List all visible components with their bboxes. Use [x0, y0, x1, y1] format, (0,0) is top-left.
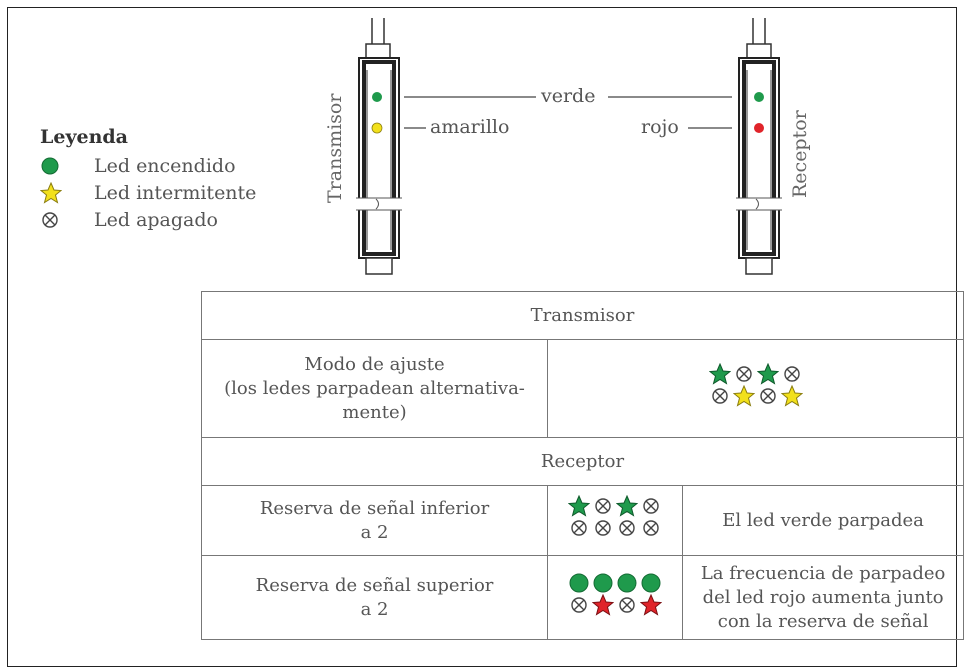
legend-label-off: Led apagado [94, 208, 218, 231]
table-row: Reserva de señal superior a 2 La frecuen… [200, 555, 964, 640]
legend-title: Leyenda [40, 126, 128, 148]
red-star-icon [592, 594, 615, 616]
receiver-label: Receptor [789, 110, 811, 198]
led-pattern-top [568, 572, 662, 594]
transmitter-yellow-led [371, 122, 383, 134]
led-pattern [568, 495, 662, 539]
green-star-icon [708, 363, 731, 385]
legend: Leyenda Led encendido Led intermitente L… [40, 126, 256, 233]
status-table: Transmisor Modo de ajuste (los ledes par… [200, 291, 964, 640]
receiver-section-row: Receptor [201, 437, 964, 486]
crossed-circle-icon [592, 495, 614, 517]
crossed-circle-icon [709, 385, 731, 407]
red-star-icon [640, 594, 663, 616]
yellow-star-icon [780, 385, 803, 407]
adjust-mode-pattern [547, 339, 964, 438]
table-row: Reserva de señal inferior a 2 El led ver… [200, 485, 964, 556]
sensor-diagram [356, 18, 782, 275]
green-dot-icon [616, 572, 638, 594]
red-label: rojo [641, 116, 679, 138]
green-star-icon [756, 363, 779, 385]
transmitter-green-led [372, 92, 382, 102]
crossed-circle-icon [616, 594, 638, 616]
led-pattern-top [708, 363, 803, 385]
receiver-sensor [736, 18, 782, 275]
condition-line2: a 2 [360, 521, 389, 543]
transmitter-header: Transmisor [201, 291, 964, 340]
legend-label-blink: Led intermitente [94, 181, 257, 204]
condition-cell: Reserva de señal superior a 2 [200, 555, 549, 640]
description-cell: La frecuencia de parpadeo del led rojo a… [682, 555, 964, 640]
crossed-circle-icon [640, 495, 662, 517]
description-line3: con la reserva de señal [717, 610, 929, 632]
green-star-icon [568, 495, 591, 517]
led-pattern [568, 572, 663, 616]
adjust-mode-cell: Modo de ajuste (los ledes parpadean alte… [200, 339, 549, 438]
transmitter-label: Transmisor [324, 93, 346, 203]
crossed-circle-icon [40, 210, 94, 230]
crossed-circle-icon [757, 385, 779, 407]
green-dot-icon [592, 572, 614, 594]
adjust-mode-line3: mente) [342, 401, 407, 423]
legend-item-blink: Led intermitente [40, 179, 256, 206]
transmitter-section-row: Transmisor [201, 291, 964, 340]
green-label: verde [541, 85, 596, 107]
condition-line2: a 2 [360, 598, 389, 620]
description-cell: El led verde parpadea [682, 485, 964, 556]
adjust-mode-line2: (los ledes parpadean alternativa- [224, 377, 525, 399]
led-pattern-bottom [709, 385, 803, 407]
crossed-circle-icon [640, 517, 662, 539]
crossed-circle-icon [733, 363, 755, 385]
condition-line1: Reserva de señal superior [255, 574, 494, 596]
crossed-circle-icon [592, 517, 614, 539]
led-pattern-top [568, 495, 662, 517]
adjust-mode-row: Modo de ajuste (los ledes parpadean alte… [200, 339, 964, 438]
green-dot-icon [640, 572, 662, 594]
green-dot-icon [40, 156, 94, 176]
green-dot-icon [568, 572, 590, 594]
led-pattern [708, 363, 803, 407]
led-pattern-bottom [568, 594, 663, 616]
yellow-star-icon [40, 181, 94, 204]
transmitter-sensor [356, 18, 402, 275]
green-star-icon [616, 495, 639, 517]
adjust-mode-line1: Modo de ajuste [304, 353, 445, 375]
yellow-star-icon [732, 385, 755, 407]
receiver-red-led [754, 123, 764, 133]
condition-cell: Reserva de señal inferior a 2 [200, 485, 549, 556]
legend-item-off: Led apagado [40, 206, 256, 233]
pattern-cell [547, 485, 684, 556]
legend-item-on: Led encendido [40, 152, 256, 179]
condition-line1: Reserva de señal inferior [259, 497, 490, 519]
led-pattern-bottom [568, 517, 662, 539]
crossed-circle-icon [781, 363, 803, 385]
yellow-label: amarillo [430, 116, 510, 138]
pattern-cell [547, 555, 684, 640]
description-line1: La frecuencia de parpadeo [700, 562, 946, 584]
receiver-header: Receptor [201, 437, 964, 486]
description-line2: del led rojo aumenta junto [702, 586, 944, 608]
receiver-green-led [754, 92, 764, 102]
description-line1: El led verde parpadea [722, 509, 924, 531]
legend-label-on: Led encendido [94, 154, 236, 177]
crossed-circle-icon [568, 594, 590, 616]
crossed-circle-icon [568, 517, 590, 539]
crossed-circle-icon [616, 517, 638, 539]
